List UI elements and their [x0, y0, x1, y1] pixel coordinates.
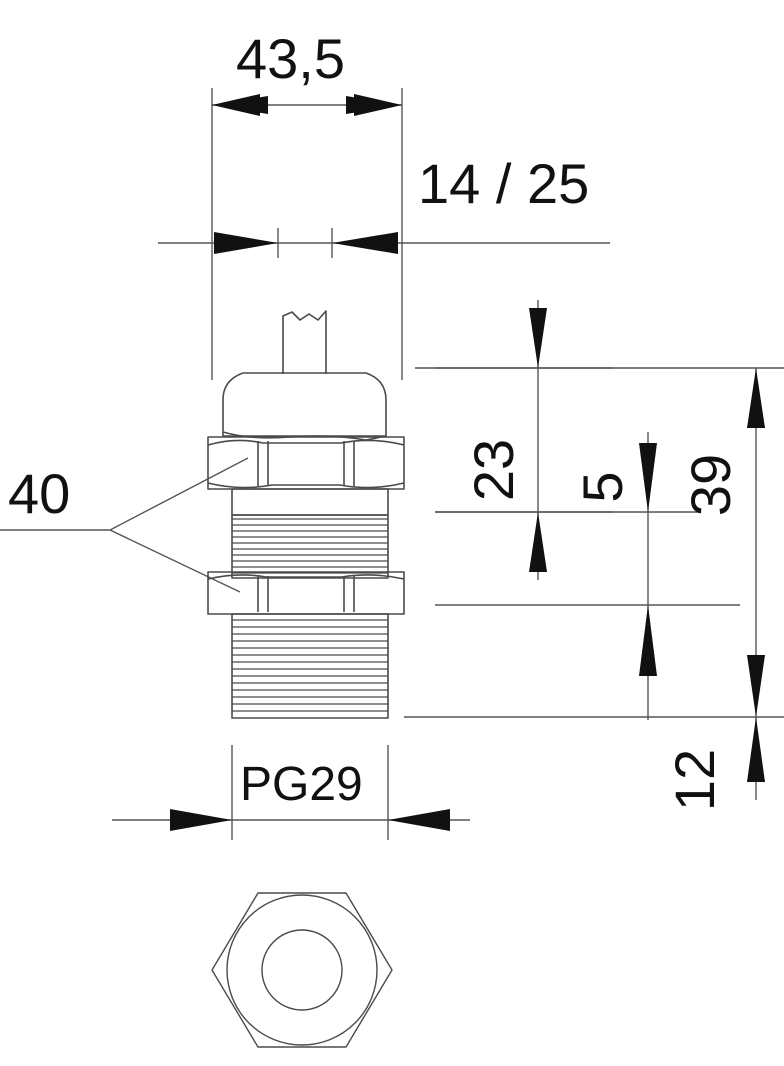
dimension-label-43-5: 43,5 [236, 27, 345, 90]
dome-cap [222, 372, 387, 437]
arrowhead-23-bottom [529, 512, 547, 572]
lower-hex-nut-chamfer-top [207, 574, 405, 580]
upper-thread-body [231, 514, 389, 579]
dimension-lines-layer [0, 88, 784, 840]
arrowhead-pg29-left [170, 809, 232, 831]
arrowhead-12 [747, 717, 765, 782]
leader-line-40-lower-branch [109, 529, 241, 593]
upper-hex-nut-chamfer-bottom [207, 482, 405, 489]
arrowhead-39-top [747, 368, 765, 428]
arrowhead-435-right-tail [346, 96, 402, 114]
upper-shoulder [231, 488, 389, 516]
arrowhead-23-top [529, 308, 547, 368]
dimension-label-14-25: 14 / 25 [418, 152, 589, 215]
upper-hex-nut-chamfer-top [207, 439, 405, 446]
cable-stub [282, 310, 327, 374]
bore-circle [261, 929, 343, 1011]
arrowheads-layer [170, 94, 765, 831]
lower-thread-lines [232, 619, 388, 712]
inscribed-circle [226, 894, 378, 1046]
arrowhead-1425-a [214, 232, 278, 254]
arrowhead-5-bottom [639, 605, 657, 676]
bottom-view-geometry [211, 892, 393, 1048]
arrowhead-5-top [639, 443, 657, 512]
dimension-label-23: 23 [462, 439, 525, 501]
arrowhead-pg29-right [388, 809, 450, 831]
hexagon-outline [211, 892, 393, 1048]
dimension-label-40: 40 [8, 462, 70, 525]
dimension-label-12: 12 [663, 749, 726, 811]
dimension-text-layer: 43,5 14 / 25 23 5 39 12 PG29 40 [8, 27, 742, 811]
leader-line-40-upper-branch [109, 457, 249, 531]
arrowhead-39-bottom [747, 655, 765, 717]
arrowhead-435-left-tail [212, 96, 268, 114]
dimension-label-39: 39 [679, 454, 742, 516]
dimension-label-5: 5 [571, 471, 634, 502]
dimension-label-pg29: PG29 [240, 758, 363, 811]
upper-thread-lines [232, 518, 388, 574]
front-view-geometry [207, 310, 405, 719]
arrowhead-1425-b [332, 232, 398, 254]
lower-thread-body [231, 613, 389, 719]
